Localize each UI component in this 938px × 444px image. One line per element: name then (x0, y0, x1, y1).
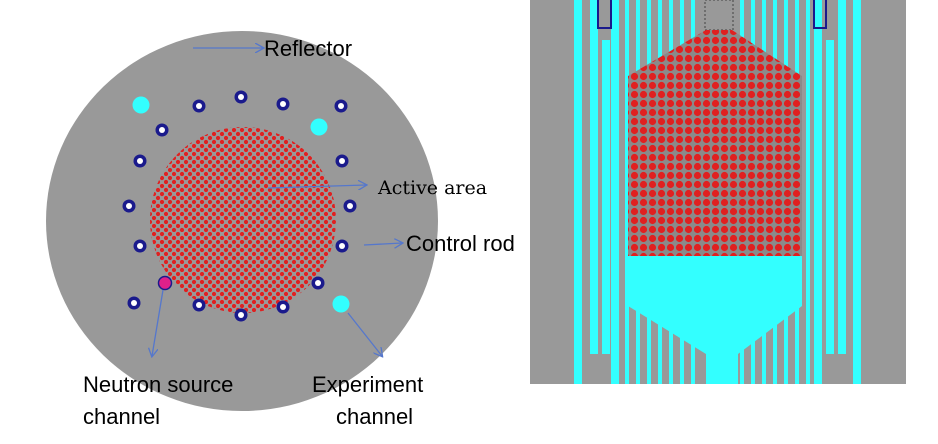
lower-plenum (628, 256, 802, 384)
side-active-core (628, 30, 802, 256)
lower-tube-gaps (631, 310, 793, 384)
neutron-source-channel (157, 275, 173, 291)
control-rod (334, 99, 348, 113)
control-rod (276, 97, 290, 111)
outer-channels (574, 0, 861, 384)
neutron-source-arrow (152, 289, 164, 356)
experiment-channel (332, 295, 350, 313)
control-rod (192, 99, 206, 113)
control-rod (234, 90, 248, 104)
callout-arrows (152, 48, 402, 356)
experiment-arrow (347, 312, 382, 356)
control-rod (192, 298, 206, 312)
control-rod (343, 199, 357, 213)
control-rod (127, 296, 141, 310)
experiment-channel (310, 118, 328, 136)
control-rod (122, 199, 136, 213)
control-rod (133, 239, 147, 253)
active-core (150, 127, 336, 313)
control-rod (276, 300, 290, 314)
control-rod (133, 154, 147, 168)
control-rod (311, 276, 325, 290)
control-rod-tops (597, 0, 827, 29)
neutron-source-label-line2: channel (83, 404, 161, 429)
control-rod (155, 123, 169, 137)
experiment-label-line1: Experiment (312, 372, 424, 397)
experiment-label-line2: channel (336, 404, 414, 429)
active-area-label: Active area (378, 177, 488, 199)
experiment-channel (132, 96, 150, 114)
reflector-label: Reflector (264, 36, 353, 61)
control-rod (234, 308, 248, 322)
neutron-source-label-line1: Neutron source (83, 372, 234, 397)
control-rod (335, 154, 349, 168)
active-area-arrow (267, 185, 366, 188)
control-rods (122, 90, 357, 322)
reactor-side-view (530, 0, 906, 384)
reactor-top-view (46, 31, 438, 411)
control-rod-arrow (363, 243, 402, 245)
control-rod (335, 239, 349, 253)
control-rod-label: Control rod (406, 231, 515, 256)
